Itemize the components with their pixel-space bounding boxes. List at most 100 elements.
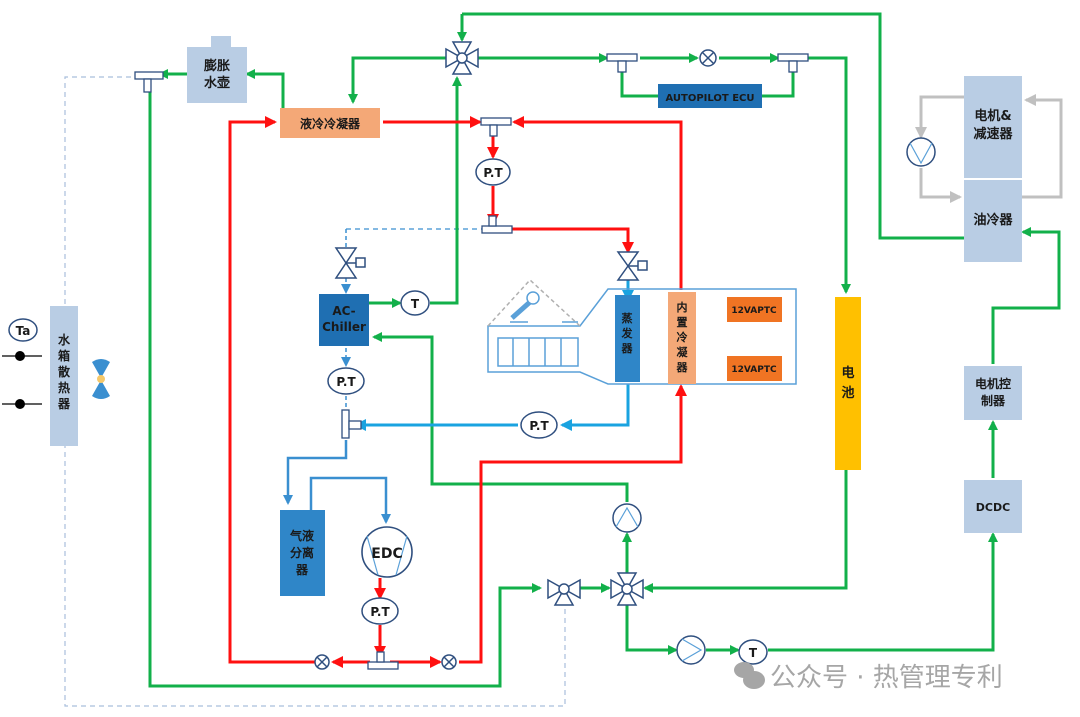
coolant-pipe bbox=[148, 90, 542, 688]
hvac-box bbox=[487, 278, 797, 385]
temperature-sensor: T bbox=[738, 639, 768, 665]
label-line: 膨胀 bbox=[203, 58, 230, 74]
filter-grid bbox=[497, 337, 579, 367]
label-line: 器 bbox=[621, 342, 634, 355]
refrigerant-pipe bbox=[560, 384, 630, 431]
battery-label: 电池 bbox=[841, 365, 854, 401]
label-line: AC- bbox=[332, 304, 355, 318]
pressure-temp-sensor: P.T bbox=[327, 367, 365, 395]
liquid-cooled-condenser[interactable]: 液冷冷凝器 bbox=[280, 108, 380, 138]
windshield-dashed bbox=[487, 278, 581, 327]
ac-chiller[interactable]: AC- Chiller bbox=[319, 294, 369, 346]
evaporator[interactable]: 蒸发器 bbox=[615, 295, 640, 382]
battery[interactable]: 电池 bbox=[835, 297, 861, 470]
coolant-loop bbox=[148, 12, 1061, 688]
motor-reducer-label: 电机&减速器 bbox=[973, 108, 1013, 142]
label-line: 凝 bbox=[677, 345, 689, 359]
autopilot-ecu[interactable]: AUTOPILOT ECU bbox=[658, 84, 762, 108]
oil-loop bbox=[915, 94, 1063, 203]
compressor-label: EDC bbox=[371, 546, 402, 562]
shutoff-valve[interactable] bbox=[314, 654, 330, 670]
tee-junction bbox=[777, 53, 809, 73]
expansion-valve[interactable] bbox=[334, 247, 366, 279]
tee-junction bbox=[606, 53, 638, 73]
coolant-pipe bbox=[991, 227, 1061, 364]
hvac-outline bbox=[487, 288, 797, 385]
label-line: 电机& bbox=[974, 108, 1011, 124]
coolant-pipe bbox=[348, 56, 447, 104]
pressure-temp-sensor: P.T bbox=[520, 411, 558, 439]
radiator[interactable]: 水箱散热器 bbox=[50, 306, 78, 446]
watermark: 公众号 · 热管理专利 bbox=[734, 662, 1003, 693]
ambient-sensor-label: Ta bbox=[16, 324, 31, 338]
compressor[interactable]: EDC bbox=[361, 526, 413, 578]
motor-reducer[interactable]: 电机&减速器 bbox=[964, 76, 1022, 178]
four-way-valve[interactable] bbox=[445, 41, 479, 75]
label-line: 池 bbox=[841, 385, 854, 401]
fan-icon bbox=[92, 359, 110, 399]
shutoff-valve[interactable] bbox=[441, 654, 457, 670]
expansion-tank[interactable]: 膨胀水壶 bbox=[187, 36, 247, 103]
coolant-pipe bbox=[462, 12, 964, 240]
coolant-pipe bbox=[372, 332, 629, 502]
tee-junctions bbox=[134, 53, 809, 670]
refrigerant-pipe bbox=[498, 227, 634, 254]
label-line: Chiller bbox=[322, 320, 366, 334]
coolant-pipe bbox=[625, 603, 678, 655]
label-line: 蒸 bbox=[622, 311, 633, 325]
oil-pump[interactable] bbox=[906, 137, 936, 167]
refrigerant-pipe bbox=[309, 476, 391, 524]
label-line: 水 bbox=[58, 332, 71, 347]
label-line: 水壶 bbox=[204, 75, 230, 91]
refrigerant-pipe bbox=[459, 384, 687, 664]
oil-cooler[interactable]: 油冷器 bbox=[964, 180, 1022, 262]
tee-junction bbox=[481, 215, 513, 234]
refrigerant-pipe bbox=[283, 440, 348, 505]
coolant-pump[interactable] bbox=[676, 635, 706, 665]
label-line: 器 bbox=[295, 563, 309, 577]
gas-liquid-separator[interactable]: 气液分离器 bbox=[280, 510, 325, 596]
svg-text:T: T bbox=[411, 297, 420, 311]
autopilot-ecu-label: AUTOPILOT ECU bbox=[665, 93, 754, 104]
svg-text:T: T bbox=[749, 646, 758, 660]
oil-pipe bbox=[915, 95, 964, 139]
ptc-heater-1[interactable]: 12VAPTC bbox=[727, 297, 782, 322]
inner-condenser[interactable]: 内置冷凝器 bbox=[668, 292, 696, 384]
svg-text:P.T: P.T bbox=[483, 166, 503, 180]
label-line: 分离 bbox=[290, 545, 314, 560]
label-line: 散 bbox=[58, 364, 71, 379]
svg-text:P.T: P.T bbox=[529, 419, 549, 433]
watermark-text: 公众号 · 热管理专利 bbox=[770, 663, 1003, 693]
ptc-heater-2[interactable]: 12VAPTC bbox=[727, 356, 782, 381]
radiator-label: 水箱散热器 bbox=[57, 332, 71, 411]
four-way-valve[interactable] bbox=[610, 572, 644, 606]
label-line: 箱 bbox=[58, 348, 70, 363]
oil-pipe bbox=[919, 168, 962, 203]
refrigerant-pipe bbox=[512, 116, 683, 290]
oil-pipe bbox=[1021, 94, 1063, 199]
flap-pivot bbox=[526, 291, 540, 305]
coolant-pump[interactable] bbox=[612, 503, 642, 533]
label-line: 内 bbox=[677, 300, 688, 314]
dashed-control-line bbox=[64, 76, 566, 707]
ptc-1-label: 12VAPTC bbox=[731, 306, 777, 316]
hot-refrigerant-loop bbox=[228, 116, 687, 668]
label-line: 器 bbox=[57, 397, 71, 411]
tee-junction bbox=[341, 409, 362, 439]
svg-text:P.T: P.T bbox=[370, 605, 390, 619]
expansion-valve[interactable] bbox=[616, 251, 648, 281]
refrigerant-pipe bbox=[228, 116, 322, 664]
motor-controller[interactable]: 电机控制器 bbox=[964, 366, 1022, 420]
dcdc[interactable]: DCDC bbox=[964, 480, 1022, 533]
dcdc-label: DCDC bbox=[976, 501, 1010, 514]
liquid-cooled-condenser-label: 液冷冷凝器 bbox=[300, 116, 361, 131]
ambient-temp-sensor: Ta bbox=[8, 318, 38, 342]
shutoff-valve[interactable] bbox=[699, 49, 717, 67]
label-line: 减速器 bbox=[973, 126, 1013, 142]
tee-junction bbox=[367, 651, 399, 670]
three-way-valve[interactable] bbox=[547, 578, 581, 606]
coolant-pipe bbox=[806, 56, 851, 294]
coolant-pipe bbox=[620, 66, 658, 98]
coolant-pipe bbox=[245, 69, 285, 108]
label-line: 电 bbox=[841, 365, 854, 381]
